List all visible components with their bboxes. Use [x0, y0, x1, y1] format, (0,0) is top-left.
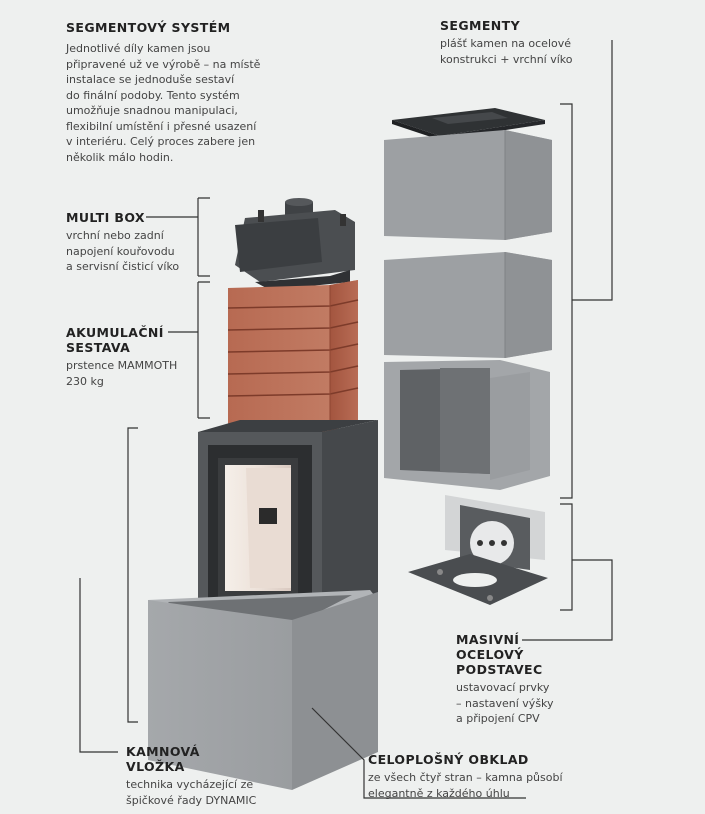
- base-desc: ustavovací prvky – nastavení výšky a při…: [456, 681, 554, 725]
- steel-base: [408, 495, 548, 605]
- leader-lines: [79, 40, 613, 799]
- middle-segment: [384, 252, 552, 358]
- upper-segment: [384, 130, 552, 240]
- multi-box-desc: vrchní nebo zadní napojení kouřovodu a s…: [66, 229, 180, 273]
- cladding-title: CELOPLOŠNÝ OBKLAD: [368, 752, 529, 767]
- accumulation-rings: [227, 280, 359, 432]
- insert-desc: technika vycházející ze špičkové řady DY…: [126, 778, 257, 807]
- cladding-desc: ze všech čtyř stran – kamna působí elega…: [368, 771, 563, 800]
- multi-box-label: MULTI BOX vrchní nebo zadní napojení kou…: [66, 210, 206, 275]
- segment-system-text: Jednotlivé díly kamen jsou připravené už…: [66, 42, 261, 164]
- accumulation-title: AKUMULAČNÍ SESTAVA: [66, 325, 164, 355]
- lower-segment: [384, 360, 550, 490]
- multi-box: [235, 198, 355, 290]
- segments-desc: plášť kamen na ocelové konstrukci + vrch…: [440, 37, 573, 66]
- cladding-label: CELOPLOŠNÝ OBKLAD ze všech čtyř stran – …: [368, 752, 588, 801]
- base-title: MASIVNÍ OCELOVÝ PODSTAVEC: [456, 632, 543, 677]
- segments-title: SEGMENTY: [440, 18, 521, 33]
- multi-box-title: MULTI BOX: [66, 210, 145, 225]
- segment-system-block: SEGMENTOVÝ SYSTÉM Jednotlivé díly kamen …: [66, 20, 296, 165]
- insert-title: KAMNOVÁ VLOŽKA: [126, 744, 200, 774]
- front-cladding: [148, 590, 378, 790]
- insert-label: KAMNOVÁ VLOŽKA technika vycházející ze š…: [126, 744, 296, 808]
- accumulation-label: AKUMULAČNÍ SESTAVA prstence MAMMOTH 230 …: [66, 325, 206, 389]
- stove-body: [198, 420, 378, 630]
- base-label: MASIVNÍ OCELOVÝ PODSTAVEC ustavovací prv…: [456, 632, 606, 727]
- segment-system-title: SEGMENTOVÝ SYSTÉM: [66, 20, 231, 35]
- accumulation-desc: prstence MAMMOTH 230 kg: [66, 359, 178, 388]
- segments-label: SEGMENTY plášť kamen na ocelové konstruk…: [440, 18, 610, 67]
